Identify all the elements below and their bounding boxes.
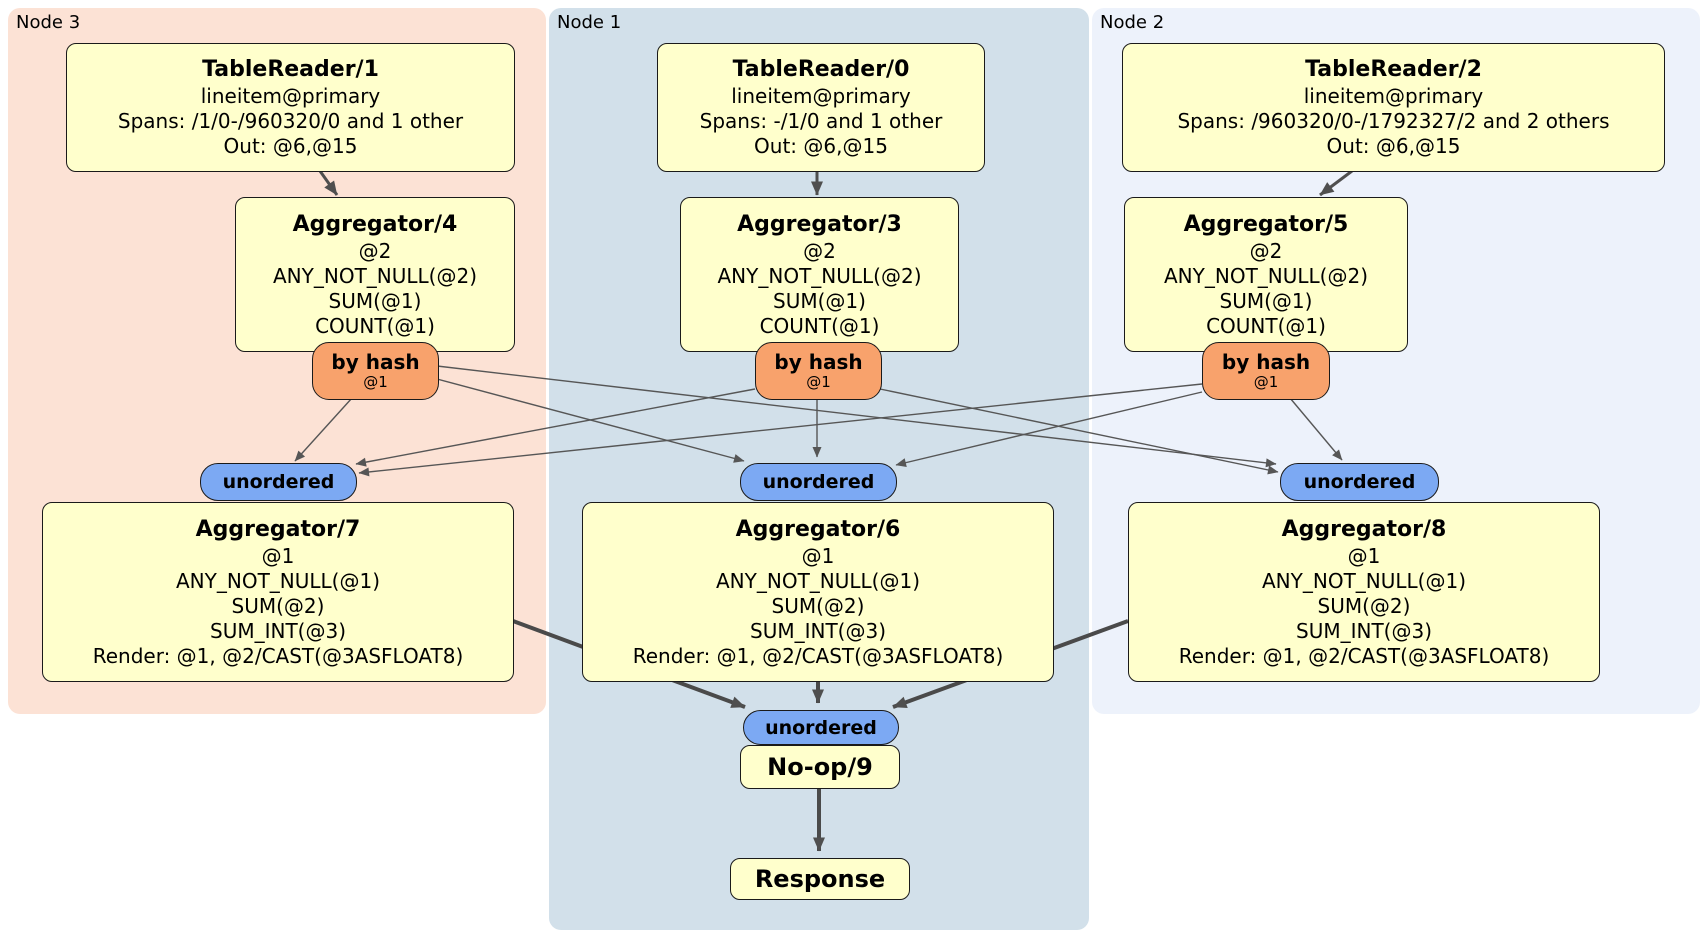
stream-unordered-node1: unordered [740,463,897,501]
edge-hash4-unordered7 [294,397,353,462]
processor-title: Aggregator/7 [195,516,361,542]
processor-tablereader-0: TableReader/0 lineitem@primary Spans: -/… [657,43,985,172]
processor-detail: SUM(@1) [328,288,422,313]
stream-unordered-node2: unordered [1280,463,1439,501]
processor-detail: ANY_NOT_NULL(@1) [1262,568,1466,593]
processor-noop-9: No-op/9 [740,745,900,789]
processor-title: Aggregator/4 [292,211,458,237]
processor-title: Aggregator/3 [737,211,902,237]
processor-title: TableReader/2 [1305,57,1482,82]
processor-detail: Out: @6,@15 [754,134,888,158]
panel-node1-label: Node 1 [557,12,622,33]
processor-detail: COUNT(@1) [1206,313,1326,338]
processor-detail: SUM(@2) [231,593,325,618]
processor-detail: SUM(@2) [771,593,865,618]
router-label: by hash [1221,350,1311,374]
processor-detail: Spans: /1/0-/960320/0 and 1 other [117,109,464,133]
processor-detail: ANY_NOT_NULL(@1) [716,568,920,593]
processor-detail: @1 [261,543,295,568]
processor-detail: @1 [801,543,835,568]
processor-title: Response [754,865,886,893]
processor-title: TableReader/1 [202,57,379,82]
processor-aggregator-7: Aggregator/7 @1 ANY_NOT_NULL(@1) SUM(@2)… [42,502,514,682]
processor-aggregator-3: Aggregator/3 @2 ANY_NOT_NULL(@2) SUM(@1)… [680,197,959,352]
processor-title: No-op/9 [767,753,873,781]
edge-tr1-agg4 [318,170,339,196]
processor-detail: lineitem@primary [1303,84,1484,108]
router-by-hash-node2: by hash @1 [1202,342,1330,400]
processor-detail: lineitem@primary [200,84,381,108]
edge-hash5-unordered7 [358,383,1203,477]
edge-hash3-unordered8 [879,388,1279,475]
processor-detail: SUM(@1) [773,288,866,313]
processor-detail: SUM_INT(@3) [750,618,886,643]
edge-hash5-unordered8 [1289,397,1343,461]
processor-detail: Out: @6,@15 [223,134,358,158]
edge-hash5-unordered6 [895,391,1203,468]
processor-detail: SUM_INT(@3) [1296,618,1432,643]
processor-detail: ANY_NOT_NULL(@2) [1164,263,1368,288]
processor-response: Response [730,858,910,900]
router-key: @1 [363,373,388,391]
processor-detail: Render: @1, @2/CAST(@3ASFLOAT8) [632,643,1004,668]
processor-detail: ANY_NOT_NULL(@1) [176,568,380,593]
processor-aggregator-5: Aggregator/5 @2 ANY_NOT_NULL(@2) SUM(@1)… [1124,197,1408,352]
processor-tablereader-2: TableReader/2 lineitem@primary Spans: /9… [1122,43,1665,172]
processor-aggregator-4: Aggregator/4 @2 ANY_NOT_NULL(@2) SUM(@1)… [235,197,515,352]
processor-detail: Render: @1, @2/CAST(@3ASFLOAT8) [1178,643,1550,668]
router-label: by hash [331,350,420,374]
processor-detail: SUM_INT(@3) [210,618,346,643]
processor-detail: @1 [1347,543,1381,568]
processor-title: Aggregator/6 [735,516,901,542]
edge-hash3-unordered7 [355,388,756,467]
processor-aggregator-8: Aggregator/8 @1 ANY_NOT_NULL(@1) SUM(@2)… [1128,502,1600,682]
processor-detail: COUNT(@1) [759,313,880,338]
processor-detail: @2 [803,238,836,263]
processor-detail: COUNT(@1) [315,313,435,338]
router-by-hash-node3: by hash @1 [312,342,439,400]
processor-detail: SUM(@1) [1219,288,1313,313]
processor-detail: Spans: -/1/0 and 1 other [699,109,943,133]
processor-detail: @2 [358,238,392,263]
processor-detail: Out: @6,@15 [1326,134,1461,158]
processor-aggregator-6: Aggregator/6 @1 ANY_NOT_NULL(@1) SUM(@2)… [582,502,1054,682]
processor-detail: lineitem@primary [731,84,911,108]
processor-detail: Spans: /960320/0-/1792327/2 and 2 others [1177,109,1610,133]
stream-unordered-node3: unordered [200,463,357,501]
router-key: @1 [1253,373,1279,391]
router-by-hash-node1: by hash @1 [755,342,882,400]
edge-tr2-agg5 [1319,169,1353,197]
panel-node3-label: Node 3 [16,12,81,33]
router-label: by hash [774,350,863,374]
processor-detail: @2 [1249,238,1283,263]
processor-title: TableReader/0 [732,57,910,82]
stream-unordered-final: unordered [743,710,899,745]
processor-tablereader-1: TableReader/1 lineitem@primary Spans: /1… [66,43,515,172]
processor-detail: Render: @1, @2/CAST(@3ASFLOAT8) [92,643,464,668]
router-key: @1 [806,373,831,391]
processor-title: Aggregator/8 [1281,516,1447,542]
edge-hash4-unordered8 [436,365,1277,468]
processor-title: Aggregator/5 [1183,211,1349,237]
processor-detail: SUM(@2) [1317,593,1411,618]
processor-detail: ANY_NOT_NULL(@2) [717,263,922,288]
panel-node2-label: Node 2 [1100,12,1165,33]
processor-detail: ANY_NOT_NULL(@2) [273,263,477,288]
